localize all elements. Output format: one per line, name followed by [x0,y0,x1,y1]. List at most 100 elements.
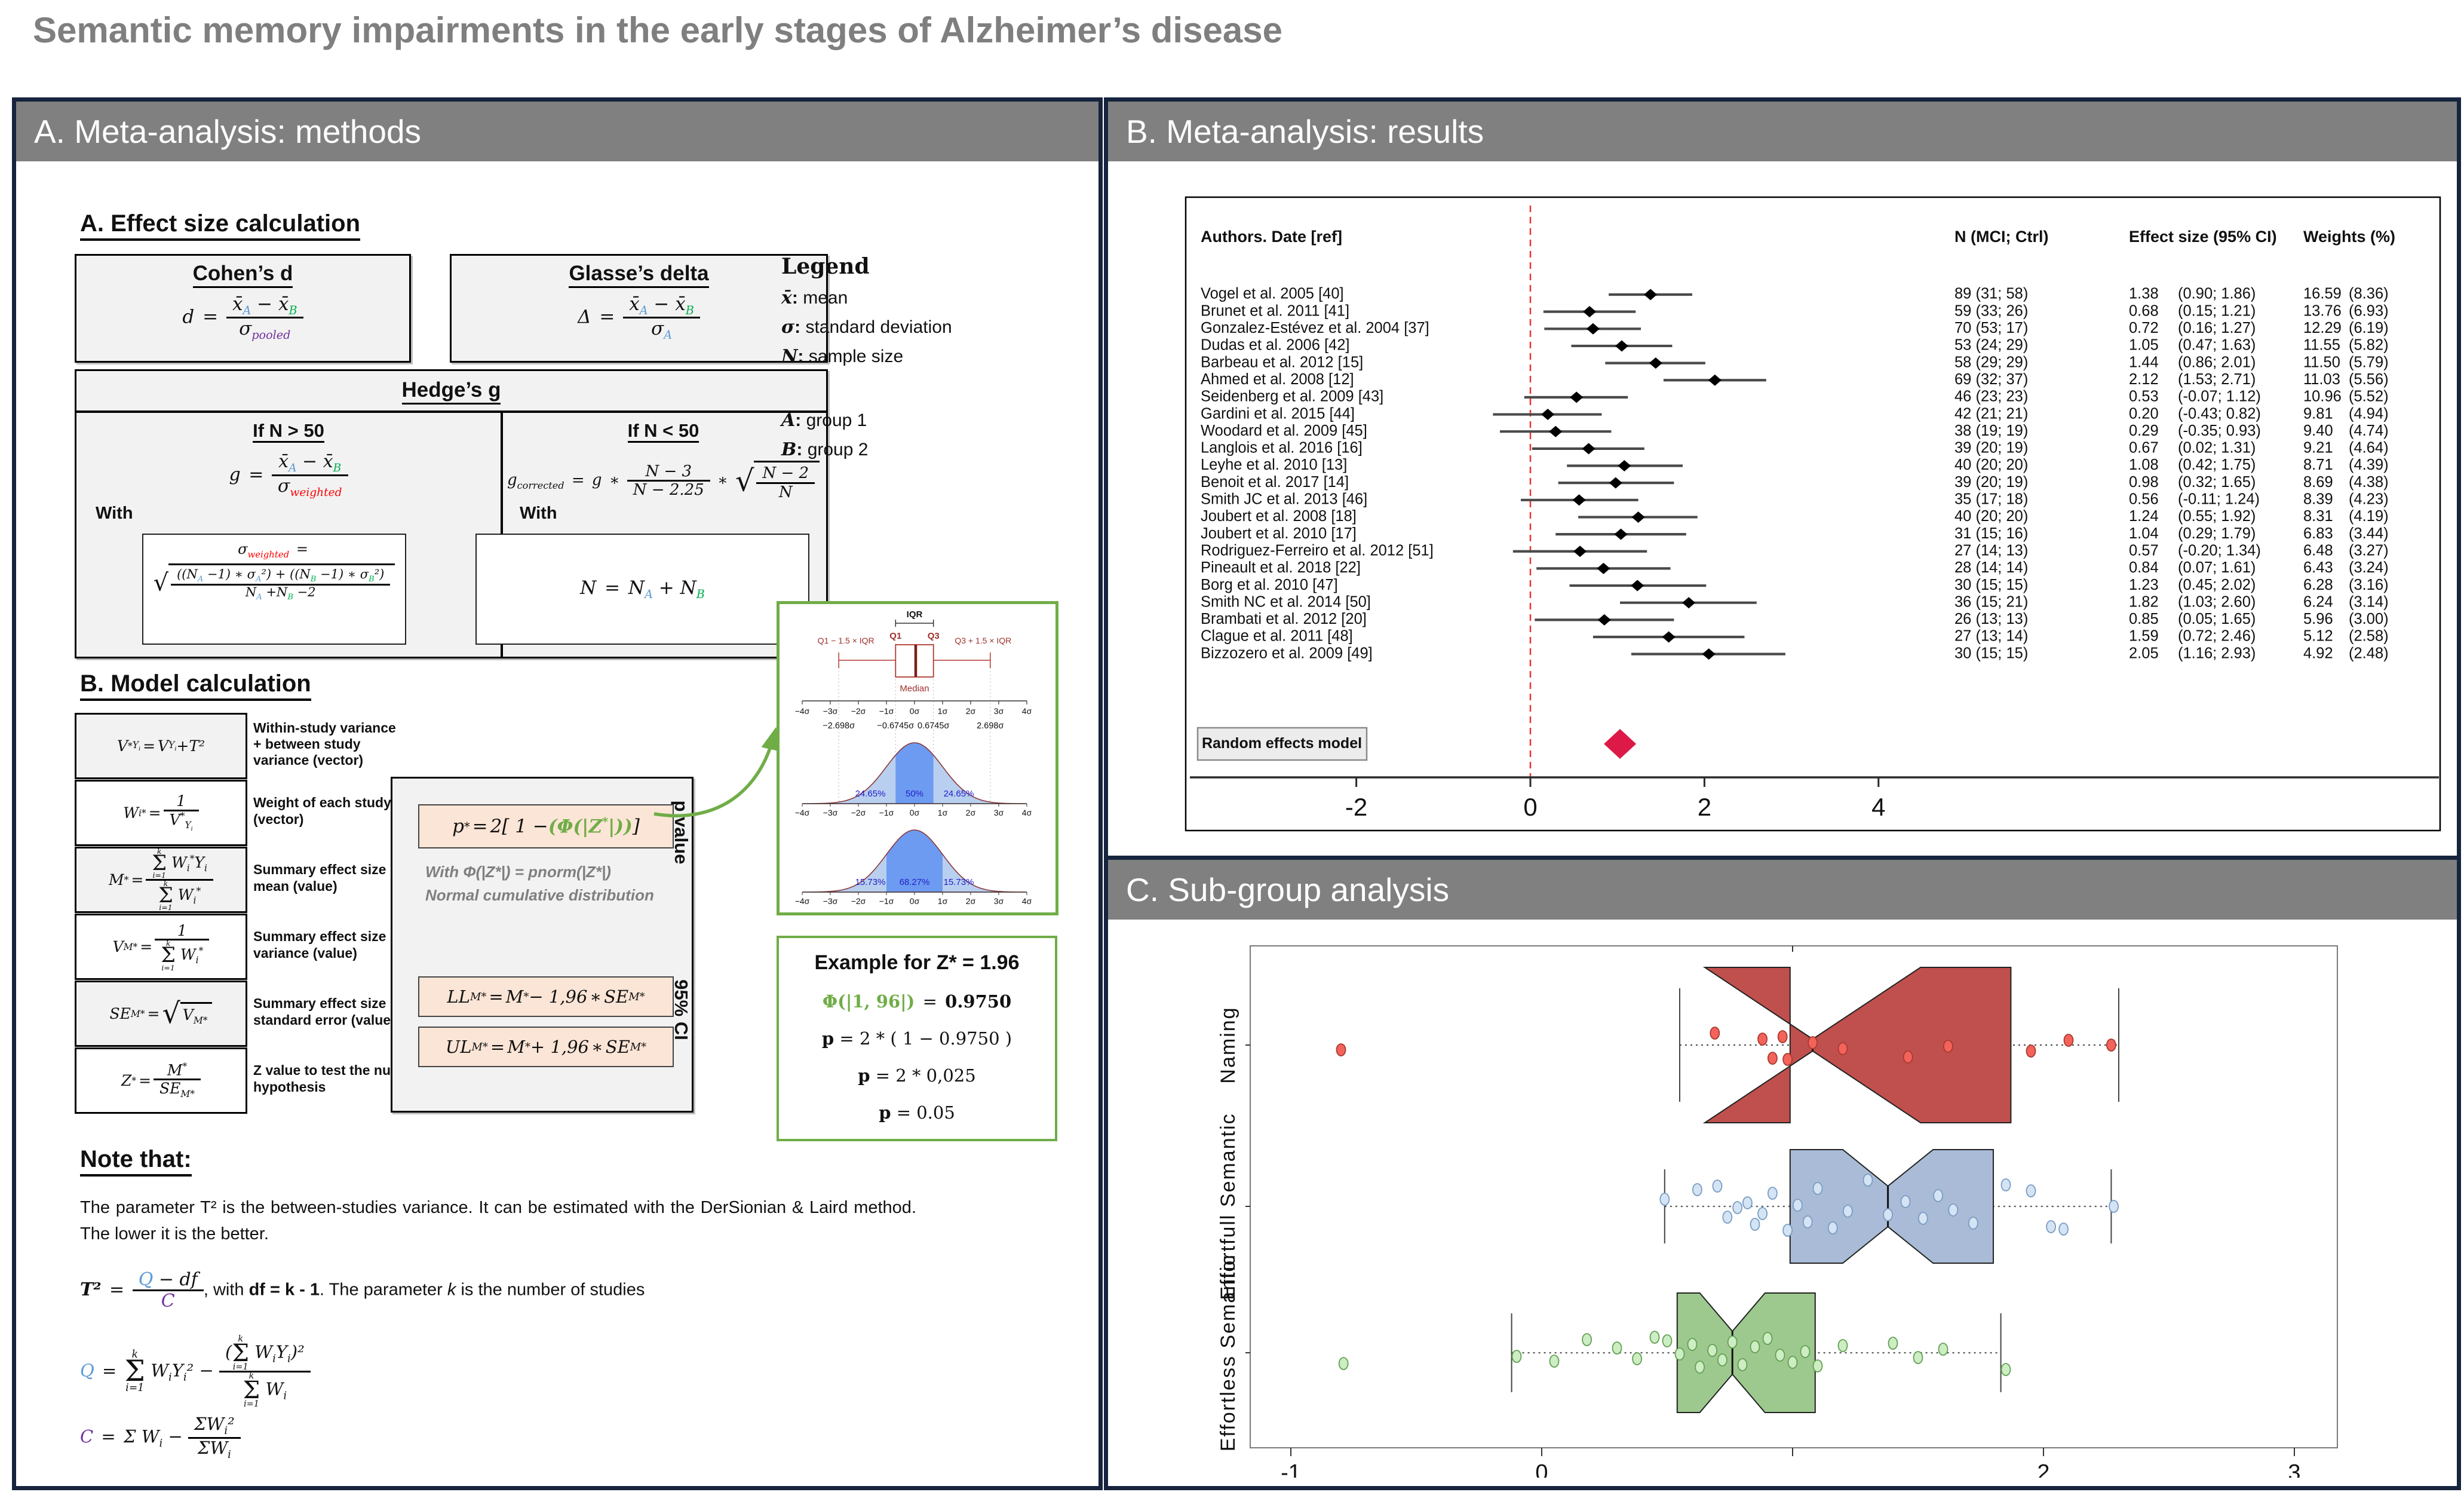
svg-text:30 (15; 15): 30 (15; 15) [1954,577,2028,593]
svg-text:42 (21; 21): 42 (21; 21) [1954,405,2028,422]
p-formula-box: p* = 2[ 1 − (Φ(|Z*|)) ] [418,804,674,848]
svg-text:−2σ: −2σ [851,706,866,716]
svg-text:(1.16; 2.93): (1.16; 2.93) [2178,645,2256,661]
note-paragraph: The parameter T² is the between-studies … [80,1198,916,1243]
svg-text:0: 0 [1523,793,1537,821]
svg-text:-2: -2 [1345,793,1367,821]
svg-text:Borg et al. 2010 [47]: Borg et al. 2010 [47] [1201,577,1338,593]
svg-text:2: 2 [2037,1460,2049,1478]
sigma-weighted-line2: √((NA −1) ∗ σA²) + ((NB −1) ∗ σB²)NA +NB… [143,563,405,602]
svg-text:Q3 + 1.5 × IQR: Q3 + 1.5 × IQR [955,636,1011,645]
svg-text:(0.32; 1.65): (0.32; 1.65) [2178,474,2256,491]
svg-text:11.55: 11.55 [2303,337,2340,354]
svg-text:35 (17; 18): 35 (17; 18) [1954,491,2028,508]
svg-text:1.59: 1.59 [2129,628,2159,645]
svg-text:(3.16): (3.16) [2349,577,2389,593]
forest-plot: Authors. Date [ref]N (MCI; Ctrl)Effect s… [1185,196,2441,832]
svg-text:1.24: 1.24 [2129,508,2159,525]
model-formula-desc: Weight of each study (vector) [253,795,391,827]
svg-text:27 (14; 13): 27 (14; 13) [1954,542,2028,559]
example-box: Example for Z* = 1.96 Φ(|1, 96|) = 0.975… [777,936,1057,1141]
svg-text:−4σ: −4σ [795,706,810,716]
svg-text:39 (20; 19): 39 (20; 19) [1954,474,2028,491]
svg-text:1.38: 1.38 [2129,286,2159,302]
svg-text:8.69: 8.69 [2303,474,2333,491]
svg-text:(4.94): (4.94) [2349,405,2389,422]
svg-text:−1σ: −1σ [879,896,894,906]
svg-text:2.698σ: 2.698σ [977,721,1004,731]
svg-text:N (MCI; Ctrl): N (MCI; Ctrl) [1954,228,2048,246]
svg-text:6.28: 6.28 [2303,577,2333,593]
legend-item: N: sample size [781,346,904,367]
svg-text:(0.29; 1.79): (0.29; 1.79) [2178,525,2256,542]
svg-text:−2σ: −2σ [851,808,866,817]
svg-text:2.05: 2.05 [2129,645,2159,661]
svg-text:16.59: 16.59 [2303,286,2342,302]
panel-results: B. Meta-analysis: results Authors. Date … [1104,97,2461,860]
svg-text:40 (20; 20): 40 (20; 20) [1954,457,2028,473]
svg-text:(3.14): (3.14) [2349,593,2389,610]
example-line: p = 2 * 0,025 [858,1065,976,1086]
svg-text:(-0.07; 1.12): (-0.07; 1.12) [2178,388,2261,405]
svg-text:(3.24): (3.24) [2349,559,2389,576]
svg-text:(0.55; 1.92): (0.55; 1.92) [2178,508,2256,525]
svg-text:Smith NC et al. 2014 [50]: Smith NC et al. 2014 [50] [1201,593,1371,610]
svg-text:15.73%: 15.73% [944,877,974,887]
sigma-weighted-line1: σweighted = [238,541,308,560]
note-title: Note that: [80,1146,192,1177]
model-calculation-title: B. Model calculation [80,670,311,701]
svg-text:24.65%: 24.65% [944,789,974,799]
example-line: Φ(|1, 96|) = 0.9750 [822,991,1012,1012]
svg-text:(-0.35; 0.93): (-0.35; 0.93) [2178,422,2261,439]
svg-text:(-0.11; 1.24): (-0.11; 1.24) [2178,491,2260,508]
svg-text:0.72: 0.72 [2129,320,2159,336]
svg-text:Vogel et al. 2005 [40]: Vogel et al. 2005 [40] [1201,286,1344,302]
svg-text:0.84: 0.84 [2129,559,2159,576]
svg-text:(-0.43; 0.82): (-0.43; 0.82) [2178,405,2261,422]
svg-text:(2.48): (2.48) [2349,645,2389,661]
svg-text:(4.74): (4.74) [2349,422,2389,439]
svg-text:3σ: 3σ [994,896,1004,906]
svg-text:0.57: 0.57 [2129,542,2159,559]
if-n-lt-50: If N < 50 [501,420,826,443]
svg-text:(0.45; 2.02): (0.45; 2.02) [2178,577,2256,593]
legend-item: σ: standard deviation [781,317,952,338]
svg-text:Joubert et al. 2010 [17]: Joubert et al. 2010 [17] [1201,525,1357,542]
svg-text:Effortfull Semantic: Effortfull Semantic [1217,1113,1239,1300]
legend-title: Legend [781,254,870,279]
svg-text:4σ: 4σ [1022,808,1032,817]
phi-note-line2: Normal cumulative distribution [425,886,654,904]
svg-text:−0.6745σ: −0.6745σ [877,721,914,731]
svg-text:59 (33; 26): 59 (33; 26) [1954,302,2028,319]
svg-text:(0.15; 1.21): (0.15; 1.21) [2178,302,2256,319]
svg-text:10.96: 10.96 [2303,388,2342,405]
svg-text:Authors. Date [ref]: Authors. Date [ref] [1201,228,1342,246]
svg-text:(2.58): (2.58) [2349,628,2389,645]
green-arrow [653,727,781,817]
svg-text:IQR: IQR [907,609,923,620]
phi-note-line1: With Φ(|Z*|) = pnorm(|Z*|) [425,863,611,881]
n-sum-box: N = NA + NB [475,534,809,645]
svg-text:46 (23; 23): 46 (23; 23) [1954,388,2028,405]
hedges-divider-h [76,410,826,413]
svg-text:(5.79): (5.79) [2349,354,2389,370]
svg-text:28 (14; 14): 28 (14; 14) [1954,559,2028,576]
svg-text:Benoit et al. 2017 [14]: Benoit et al. 2017 [14] [1201,474,1349,491]
svg-text:Woodard et al. 2009 [45]: Woodard et al. 2009 [45] [1201,422,1367,439]
svg-text:Seidenberg et al. 2009 [43]: Seidenberg et al. 2009 [43] [1201,388,1383,405]
svg-text:15.73%: 15.73% [855,877,886,887]
svg-text:−3σ: −3σ [823,808,838,817]
svg-text:9.40: 9.40 [2303,422,2333,439]
svg-text:(4.23): (4.23) [2349,491,2389,508]
svg-text:Q1 − 1.5 × IQR: Q1 − 1.5 × IQR [818,636,874,645]
page-title: Semantic memory impairments in the early… [33,10,1282,50]
svg-text:38 (19; 19): 38 (19; 19) [1954,422,2028,439]
